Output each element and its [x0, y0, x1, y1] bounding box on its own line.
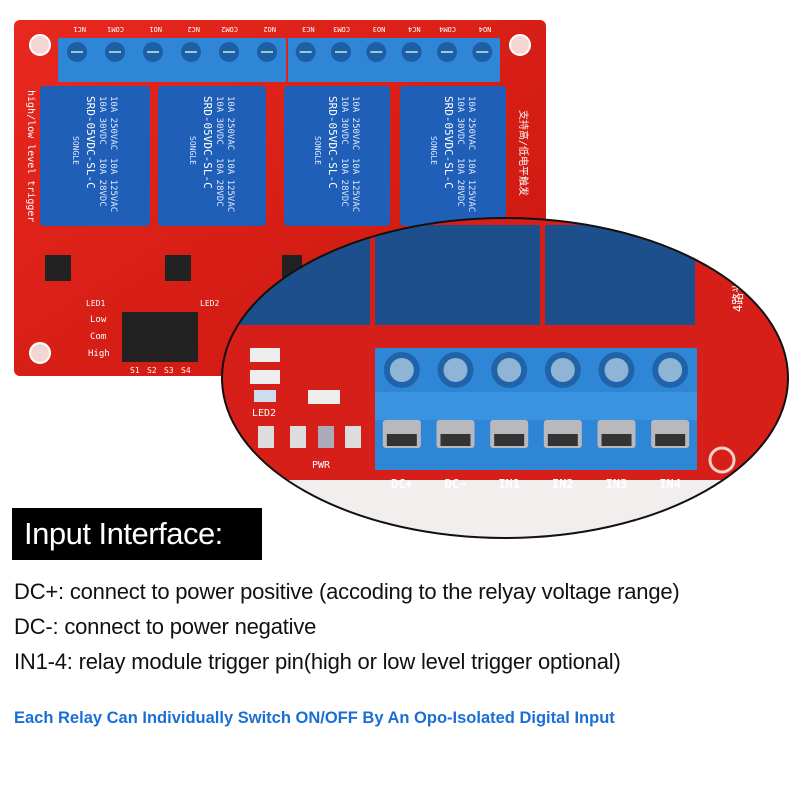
optocoupler: [165, 255, 191, 281]
relay-rating: 10A 125VAC: [108, 158, 118, 212]
relay-rating: 10A 28VDC: [339, 158, 349, 207]
jumper-low-label: Low: [90, 315, 107, 325]
input-terminal-label: IN4: [659, 477, 681, 491]
input-terminal-label: DC+: [391, 477, 413, 491]
input-terminal-block: DC+ DC− IN1 IN2 IN3 IN4: [375, 348, 697, 491]
relay-rating: 10A 250VAC: [225, 96, 235, 150]
jumper-header[interactable]: [122, 312, 198, 362]
relay-rating: 10A 250VAC: [350, 96, 360, 150]
relay-brand: SONGLE: [313, 136, 322, 165]
optocoupler: [45, 255, 71, 281]
mount-hole-icon: [29, 34, 51, 56]
switch-label: S1: [130, 366, 140, 375]
relay-rating: 10A 250VAC: [108, 96, 118, 150]
relay-model: SRD-05VDC-SL-C: [201, 96, 214, 189]
output-terminal-label: COM1: [107, 25, 124, 33]
output-terminal-labels: NC1 COM1 NO1 NC2 COM2 NO2 NC3 COM3 NO3 NC4 COM4 NO4: [73, 25, 491, 33]
relay-rating: 10A 125VAC: [466, 158, 476, 212]
jumper-com-label: Com: [90, 332, 106, 342]
wire-opening: [601, 434, 632, 446]
input-terminal-label: IN1: [498, 477, 520, 491]
screw-head: [443, 358, 468, 382]
output-terminal-label: NC1: [73, 25, 86, 33]
relay-rating: 10A 250VAC: [466, 96, 476, 150]
relay-closeup: [375, 225, 540, 325]
relay-rating: 10A 30VDC: [97, 96, 107, 145]
terminal-block: [288, 38, 500, 82]
output-terminal-label: NO2: [263, 25, 276, 33]
output-terminal-label: NO3: [373, 25, 386, 33]
magnified-input-view: LED2 PWR 4路光耦 支持高 DC+ DC− IN1 IN2 IN3 IN4: [221, 217, 789, 539]
switch-label: S4: [181, 366, 191, 375]
relay-model: SRD-05VDC-SL-C: [326, 96, 339, 189]
relay-brand: SONGLE: [71, 136, 80, 165]
wire-opening: [655, 434, 686, 446]
relay: [400, 86, 506, 226]
output-terminal-label: COM4: [439, 25, 456, 33]
relay-model: SRD-05VDC-SL-C: [84, 96, 97, 189]
screw-head: [389, 358, 414, 382]
output-terminal-label: COM2: [221, 25, 238, 33]
screw-head: [497, 358, 522, 382]
terminal-block: [58, 38, 286, 82]
relay: [40, 86, 150, 226]
terminal-band: [375, 392, 697, 420]
output-terminal-blocks: [58, 38, 500, 82]
section-title: Input Interface:: [12, 508, 262, 560]
input-terminal-label: DC−: [445, 477, 467, 491]
wire-opening: [547, 434, 578, 446]
relay-board: NC1 COM1 NO1 NC2 COM2 NO2 NC3 COM3 NO3 NC4 COM4 NO4…: [14, 20, 546, 376]
tagline: Each Relay Can Individually Switch ON/OF…: [14, 709, 615, 727]
mount-hole-icon: [509, 34, 531, 56]
relay-closeup: [545, 225, 695, 325]
relay-rating: 10A 30VDC: [455, 96, 465, 145]
relay: [158, 86, 266, 226]
switch-label: S3: [164, 366, 174, 375]
screw-head: [658, 358, 683, 382]
pwr-label: PWR: [312, 460, 331, 471]
wire-opening: [494, 434, 525, 446]
dc-plus-description: DC+: connect to power positive (accoding…: [14, 579, 680, 604]
screw-head: [604, 358, 629, 382]
wire-opening: [440, 434, 471, 446]
wire-opening: [386, 434, 417, 446]
output-terminal-label: NC3: [302, 25, 315, 33]
trigger-label-cn: 支持高/低电平触发: [517, 110, 530, 196]
relay-rating: 10A 125VAC: [350, 158, 360, 212]
switch-label: S2: [147, 366, 157, 375]
input-terminal-label: IN3: [606, 477, 628, 491]
dc-minus-description: DC-: connect to power negative: [14, 614, 317, 639]
output-terminal-label: NO4: [479, 25, 492, 33]
closeup-led2-label: LED2: [252, 408, 276, 419]
relay-rating: 10A 30VDC: [339, 96, 349, 145]
relay: [284, 86, 390, 226]
output-terminal-label: NC4: [408, 25, 421, 33]
closeup-cn-label: 4路光耦 支持高: [730, 226, 745, 312]
relay-rating: 10A 28VDC: [214, 158, 224, 207]
relay-brand: SONGLE: [188, 136, 197, 165]
led1-label: LED1: [86, 299, 105, 308]
relay-brand: SONGLE: [429, 136, 438, 165]
inputs-description: IN1-4: relay module trigger pin(high or …: [14, 649, 621, 674]
relay-model: SRD-05VDC-SL-C: [442, 96, 455, 189]
relay-rating: 10A 125VAC: [225, 158, 235, 212]
mount-hole-icon: [29, 342, 51, 364]
input-terminal-label: IN2: [552, 477, 574, 491]
led2-label: LED2: [200, 299, 219, 308]
output-terminal-label: NO1: [149, 25, 162, 33]
jumper-high-label: High: [88, 349, 110, 359]
screw-head: [550, 358, 575, 382]
relay-rating: 10A 28VDC: [97, 158, 107, 207]
output-terminal-label: NC2: [187, 25, 200, 33]
output-terminal-label: COM3: [333, 25, 350, 33]
relay-rating: 10A 30VDC: [214, 96, 224, 145]
relay-rating: 10A 28VDC: [455, 158, 465, 207]
trigger-label: high/low level trigger: [25, 90, 36, 222]
